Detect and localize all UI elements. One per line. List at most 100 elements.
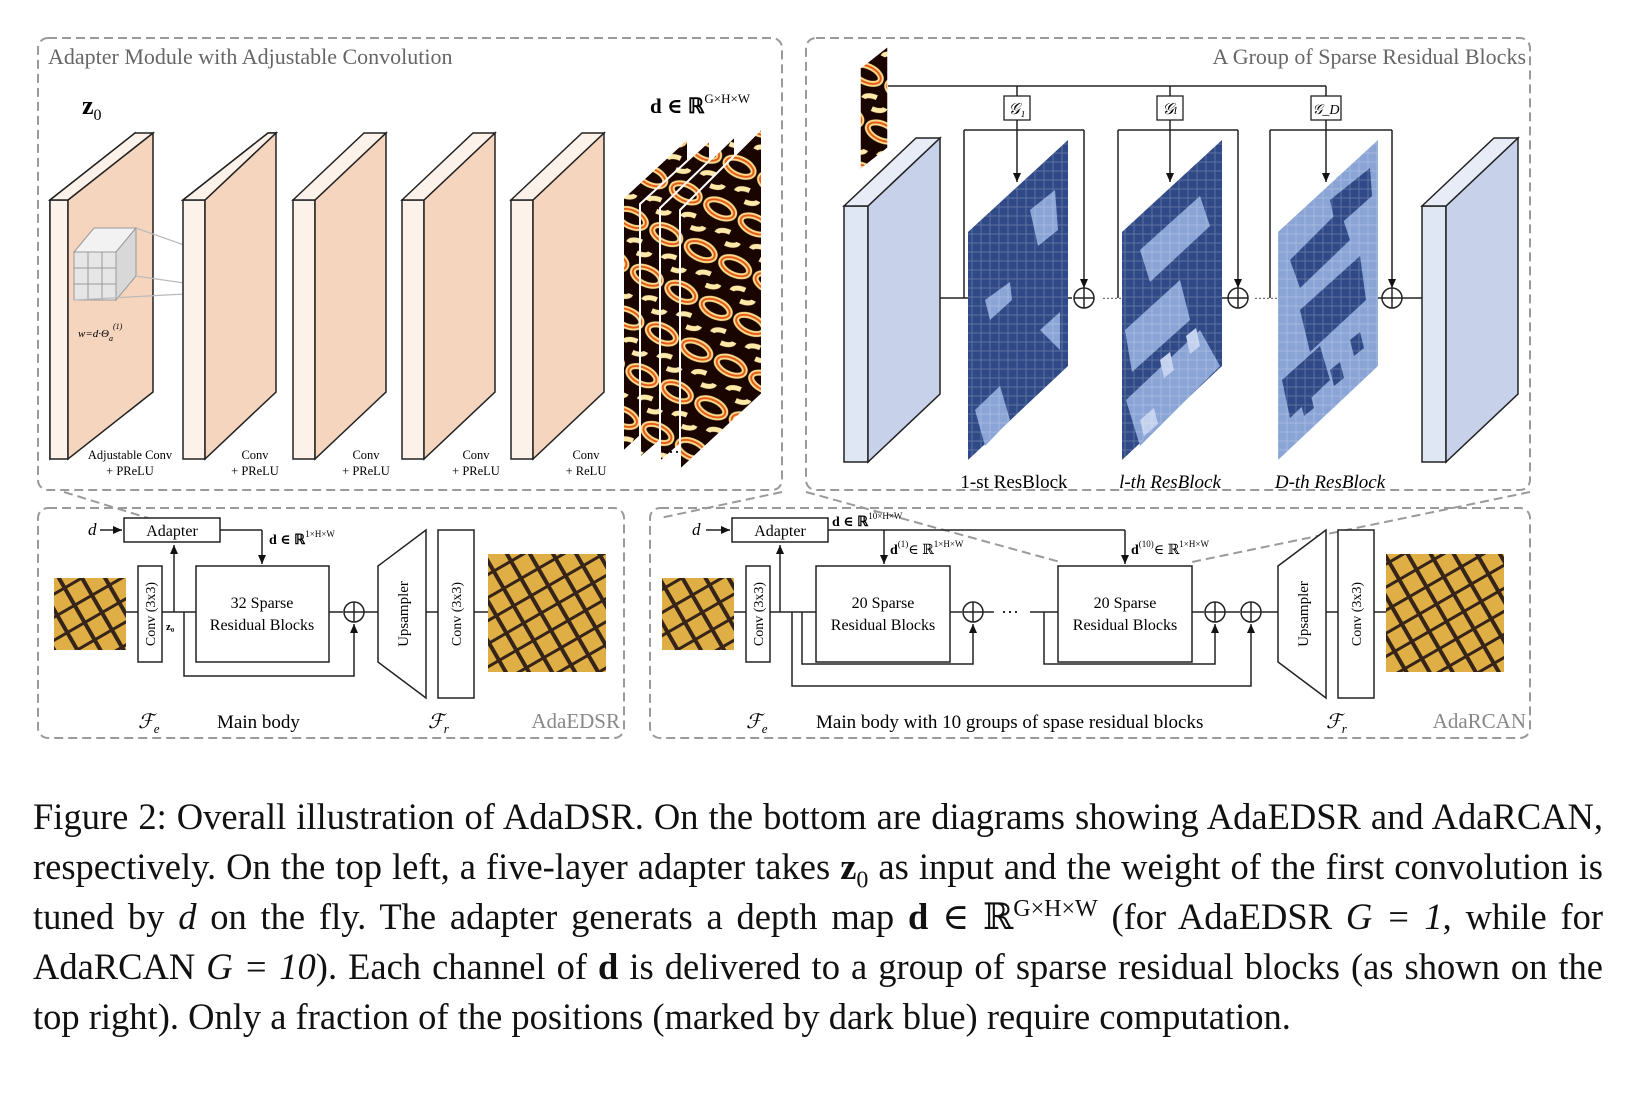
edsr-add-node xyxy=(343,601,365,623)
layer-2-label-1: Conv xyxy=(241,448,269,462)
resblock-l xyxy=(1122,140,1222,460)
edsr-block-l1: 32 Sparse xyxy=(231,595,294,612)
z0-label: z0 xyxy=(82,91,102,124)
sparse-residual-group-panel: A Group of Sparse Residual Blocks 𝒢₁ 𝒢ₗ … xyxy=(805,37,1531,493)
edsr-conv-in: Conv (3x3) xyxy=(144,582,159,647)
layer-3-label-1: Conv xyxy=(352,448,380,462)
gate-boxes: 𝒢₁ 𝒢ₗ 𝒢_D xyxy=(1003,95,1342,121)
caption-d-italic: d xyxy=(178,896,197,937)
caption-text-2: as input and the weight of the first con… xyxy=(33,846,1604,937)
adapter-module-panel: Adapter Module with Adjustable Convoluti… xyxy=(37,37,783,491)
layer-4-label-1: Conv xyxy=(462,448,490,462)
rcan-add-node-3 xyxy=(1240,601,1262,623)
figure-caption: Figure 2: Overall illustration of AdaDSR… xyxy=(33,792,1603,1042)
output-feature-slab xyxy=(1420,136,1520,464)
gate-d-label: 𝒢_D xyxy=(1312,103,1339,118)
rcan-fr-label: ℱr xyxy=(1326,711,1348,736)
caption-prefix: Figure 2: xyxy=(33,796,167,837)
resblock-d xyxy=(1278,140,1378,460)
rcan-add-node-2 xyxy=(1204,601,1226,623)
caption-in-r: ∈ ℝ xyxy=(942,896,1014,937)
edsr-conv-out: Conv (3x3) xyxy=(450,582,465,647)
depth-map-stack xyxy=(622,125,763,473)
edsr-z0: z₀ xyxy=(166,621,175,633)
rcan-conv-out: Conv (3x3) xyxy=(1350,582,1365,647)
group-panel-title: A Group of Sparse Residual Blocks xyxy=(1213,44,1526,69)
edsr-fr-label: ℱr xyxy=(428,711,450,736)
caption-text-4: (for AdaEDSR xyxy=(1111,896,1333,937)
rcan-add-node-1 xyxy=(962,601,984,623)
resblock-l-label: l-th ResBlock xyxy=(1119,472,1221,493)
rcan-output-image xyxy=(1386,554,1504,672)
edsr-input-image xyxy=(54,578,126,650)
caption-d-bold: d xyxy=(907,896,929,937)
add-node-2 xyxy=(1227,287,1249,309)
caption-text-7: is delivered to a group of sparse residu… xyxy=(33,946,1603,1037)
adadsr-figure: Adapter Module with Adjustable Convoluti… xyxy=(37,37,1531,739)
rcan-adapter: Adapter xyxy=(754,523,806,540)
rcan-main-body-label: Main body with 10 groups of spase residu… xyxy=(816,712,1203,733)
depth-map-ellipsis: ··· xyxy=(662,442,680,462)
resblock-1-label: 1-st ResBlock xyxy=(960,472,1068,493)
caption-r-sup: G×H×W xyxy=(1013,895,1098,922)
gate-1-label: 𝒢₁ xyxy=(1009,101,1026,118)
caption-text-3: on the fly. The adapter generats a depth… xyxy=(210,896,895,937)
edsr-block-l2: Residual Blocks xyxy=(210,617,314,634)
adapter-layer-2 xyxy=(180,131,279,461)
layer-1-label-2: + PReLU xyxy=(106,464,154,478)
layer-5-label-2: + ReLU xyxy=(566,464,607,478)
edsr-main-body-label: Main body xyxy=(217,712,300,733)
layer-5-label-1: Conv xyxy=(572,448,600,462)
depth-map-label: d ∈ ℝG×H×W xyxy=(650,91,751,118)
caption-d-bold-2: d xyxy=(598,946,619,987)
rcan-input-image xyxy=(662,578,734,650)
gate-l-label: 𝒢ₗ xyxy=(1162,101,1177,118)
rcan-d10-label: d(10)∈ ℝ1×H×W xyxy=(1131,539,1209,558)
edsr-adapter: Adapter xyxy=(146,523,198,540)
adapter-panel-title: Adapter Module with Adjustable Convoluti… xyxy=(48,44,453,69)
layer-1-label-1: Adjustable Conv xyxy=(88,448,173,462)
rcan-group10-l2: Residual Blocks xyxy=(1073,617,1177,634)
layer-2-label-2: + PReLU xyxy=(231,464,279,478)
edsr-d-input: d xyxy=(88,520,97,539)
adarcan-panel: d Adapter d ∈ ℝ10×H×W d(1)∈ ℝ1×H×W d(10)… xyxy=(649,507,1531,739)
rcan-group1-l2: Residual Blocks xyxy=(831,617,935,634)
input-feature-slab xyxy=(842,136,942,464)
dots-1: ······ xyxy=(1102,291,1126,305)
edsr-upsampler: Upsampler xyxy=(396,581,412,647)
rcan-upsampler: Upsampler xyxy=(1296,581,1312,647)
edsr-name: AdaEDSR xyxy=(531,709,620,733)
adapter-layer-5 xyxy=(509,131,606,461)
rcan-group1-l1: 20 Sparse xyxy=(852,595,915,612)
weight-formula: w=d·Θa(1) xyxy=(78,322,123,343)
add-node-3 xyxy=(1381,287,1403,309)
rcan-d-input: d xyxy=(692,520,701,539)
caption-z: z xyxy=(840,846,857,887)
edsr-fe-label: ℱe xyxy=(138,711,160,736)
channel-heatmap xyxy=(859,44,889,172)
edsr-d-output: d ∈ ℝ1×H×W xyxy=(269,529,335,548)
adapter-layer-4 xyxy=(400,131,497,461)
caption-text-1: Overall illustration of AdaDSR. On the b… xyxy=(33,796,1604,887)
caption-g10: G = 10 xyxy=(206,946,316,987)
rcan-group10-l1: 20 Sparse xyxy=(1094,595,1157,612)
rcan-conv-in: Conv (3x3) xyxy=(752,582,767,647)
rcan-dots: ··· xyxy=(1001,602,1019,622)
dots-2: ······ xyxy=(1254,291,1278,305)
caption-text-6: ). Each channel of xyxy=(315,946,587,987)
layer-3-label-2: + PReLU xyxy=(342,464,390,478)
rcan-fe-label: ℱe xyxy=(746,711,768,736)
resblock-d-label: D-th ResBlock xyxy=(1274,472,1386,493)
adaedsr-panel: d Adapter d ∈ ℝ1×H×W Conv (3x3) z₀ 32 Sp… xyxy=(37,507,625,739)
zoom-connectors xyxy=(63,491,1531,563)
edsr-output-image xyxy=(488,554,606,672)
add-node-1 xyxy=(1073,287,1095,309)
caption-z-sub: 0 xyxy=(856,867,869,894)
caption-text-5: , while for AdaRCAN xyxy=(33,896,1604,987)
caption-g1: G = 1 xyxy=(1345,896,1443,937)
resblock-1 xyxy=(968,140,1068,460)
layer-4-label-2: + PReLU xyxy=(452,464,500,478)
adapter-layer-3 xyxy=(291,131,388,461)
rcan-d-top: d ∈ ℝ10×H×W xyxy=(832,511,903,530)
rcan-name: AdaRCAN xyxy=(1433,709,1526,733)
